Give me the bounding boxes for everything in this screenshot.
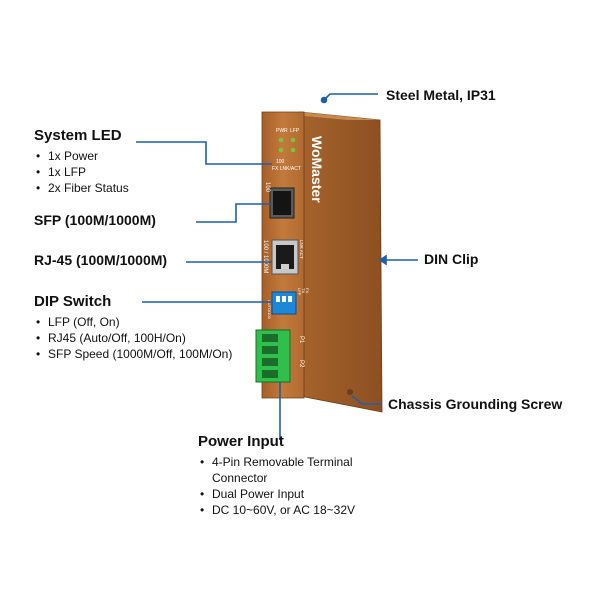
rj45-port-clip xyxy=(281,264,289,269)
callout-rj45-heading: RJ-45 (100M/1000M) xyxy=(34,252,168,268)
callout-steel-metal: Steel Metal, IP31 xyxy=(386,87,496,105)
callout-system-led-item: 1x LFP xyxy=(34,164,129,180)
connector-din-clip-arrow xyxy=(378,254,387,266)
callout-system-led: System LED 1x Power 1x LFP 2x Fiber Stat… xyxy=(34,127,129,196)
led-100 xyxy=(278,147,284,153)
callout-system-led-list: 1x Power 1x LFP 2x Fiber Status xyxy=(34,148,129,196)
callout-rj45: RJ-45 (100M/1000M) xyxy=(34,252,167,270)
callout-power-input-heading: Power Input xyxy=(198,433,284,450)
rj45-link-label: LNK ACT xyxy=(299,240,304,259)
callout-power-input-item: DC 10~60V, or AC 18~32V xyxy=(198,502,388,518)
sfp-port-label: 100 xyxy=(264,182,270,193)
callout-system-led-item: 2x Fiber Status xyxy=(34,180,129,196)
sfp-port-opening xyxy=(273,191,291,215)
connector-sfp xyxy=(196,203,272,223)
terminal-screw-1 xyxy=(262,334,278,342)
callout-power-input-list: 4-Pin Removable Terminal Connector Dual … xyxy=(198,454,388,518)
callout-system-led-item: 1x Power xyxy=(34,148,129,164)
callout-system-led-heading: System LED xyxy=(34,127,122,144)
callout-power-input: Power Input 4-Pin Removable Terminal Con… xyxy=(198,433,388,518)
dip-switch: LFP TX FX AUTO/100 xyxy=(267,288,310,320)
power-terminal-block: P1 P2 xyxy=(255,329,304,383)
system-led-group: PWR LFP 100 FX LNK/ACT xyxy=(272,128,301,172)
connector-steel-metal-dot xyxy=(320,96,328,104)
power-label-p2: P2 xyxy=(298,360,304,368)
dip-label-lfp: LFP xyxy=(297,288,302,296)
callout-dip-switch-list: LFP (Off, On) RJ45 (Auto/Off, 100H/On) S… xyxy=(34,314,232,362)
connector-grounding xyxy=(351,395,382,405)
callout-grounding: Chassis Grounding Screw xyxy=(388,396,562,414)
dip-switch-body xyxy=(271,291,297,315)
callout-power-input-item: 4-Pin Removable Terminal Connector xyxy=(198,454,388,486)
led-fx xyxy=(290,147,296,153)
led-label-lfp: LFP xyxy=(290,128,300,134)
callout-dip-switch-item: RJ45 (Auto/Off, 100H/On) xyxy=(34,330,232,346)
callout-dip-switch-item: SFP Speed (1000M/Off, 100M/On) xyxy=(34,346,232,362)
dip-label-fx: FX xyxy=(305,288,310,293)
callout-sfp-heading: SFP (100M/1000M) xyxy=(34,212,156,228)
led-label-pwr: PWR xyxy=(276,128,288,134)
connector-steel-metal xyxy=(323,93,378,101)
dip-label-auto: AUTO/100 xyxy=(267,300,272,320)
callout-connectors xyxy=(136,93,418,440)
callout-power-input-item: Dual Power Input xyxy=(198,486,388,502)
callout-grounding-heading: Chassis Grounding Screw xyxy=(388,396,563,412)
sfp-port: 100 xyxy=(264,182,295,219)
terminal-screw-2 xyxy=(262,346,278,354)
callout-dip-switch-heading: DIP Switch xyxy=(34,293,112,310)
led-pwr xyxy=(278,137,284,143)
callout-din-clip-heading: DIN Clip xyxy=(424,251,479,267)
rj45-port-opening xyxy=(276,245,294,269)
led-label-100: 100 xyxy=(276,159,285,165)
rj45-port: 100 / 1000M LNK ACT xyxy=(262,239,304,275)
callout-dip-switch-item: LFP (Off, On) xyxy=(34,314,232,330)
led-lfp xyxy=(290,137,296,143)
terminal-screw-4 xyxy=(262,370,278,378)
terminal-screw-3 xyxy=(262,358,278,366)
brand-logo: WoMaster xyxy=(309,136,325,203)
callout-sfp: SFP (100M/1000M) xyxy=(34,212,156,230)
dip-label-tx: TX xyxy=(301,288,306,293)
led-label-fx: FX LNK/ACT xyxy=(272,166,301,172)
dip-switch-lever-1 xyxy=(276,296,280,302)
callout-dip-switch: DIP Switch LFP (Off, On) RJ45 (Auto/Off,… xyxy=(34,293,232,362)
grounding-screw xyxy=(347,389,353,395)
rj45-port-label: 100 / 1000M xyxy=(262,240,268,273)
callout-din-clip: DIN Clip xyxy=(424,251,478,269)
callout-steel-metal-heading: Steel Metal, IP31 xyxy=(386,87,496,103)
dip-switch-lever-3 xyxy=(288,296,292,302)
power-label-p1: P1 xyxy=(298,336,304,344)
dip-switch-lever-2 xyxy=(282,296,286,302)
connector-system-led xyxy=(136,141,272,165)
